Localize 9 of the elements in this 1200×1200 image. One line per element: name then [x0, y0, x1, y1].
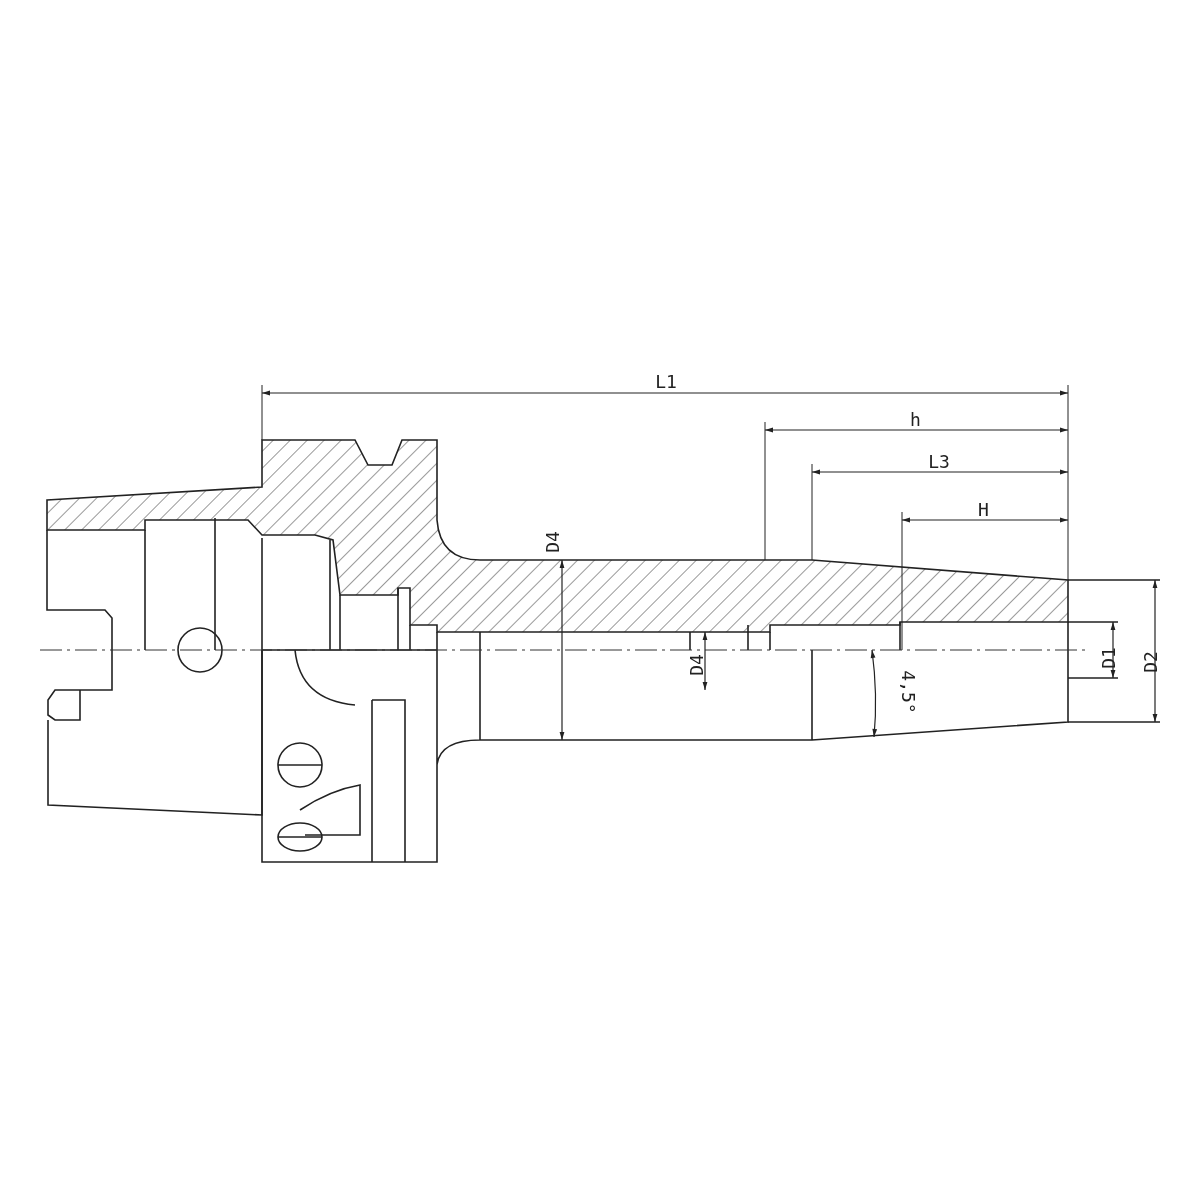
dimension-label: D1: [1099, 647, 1119, 669]
dimension-label: H: [978, 500, 989, 520]
dimension-label: 4,5°: [897, 670, 918, 714]
dimension-label: L1: [655, 372, 677, 392]
dimension-label: D4: [687, 654, 707, 676]
dimension-label: D2: [1141, 651, 1161, 673]
dimension-label: h: [910, 410, 921, 430]
dimension-label: D4: [543, 531, 563, 553]
dimension-label: L3: [928, 452, 950, 472]
